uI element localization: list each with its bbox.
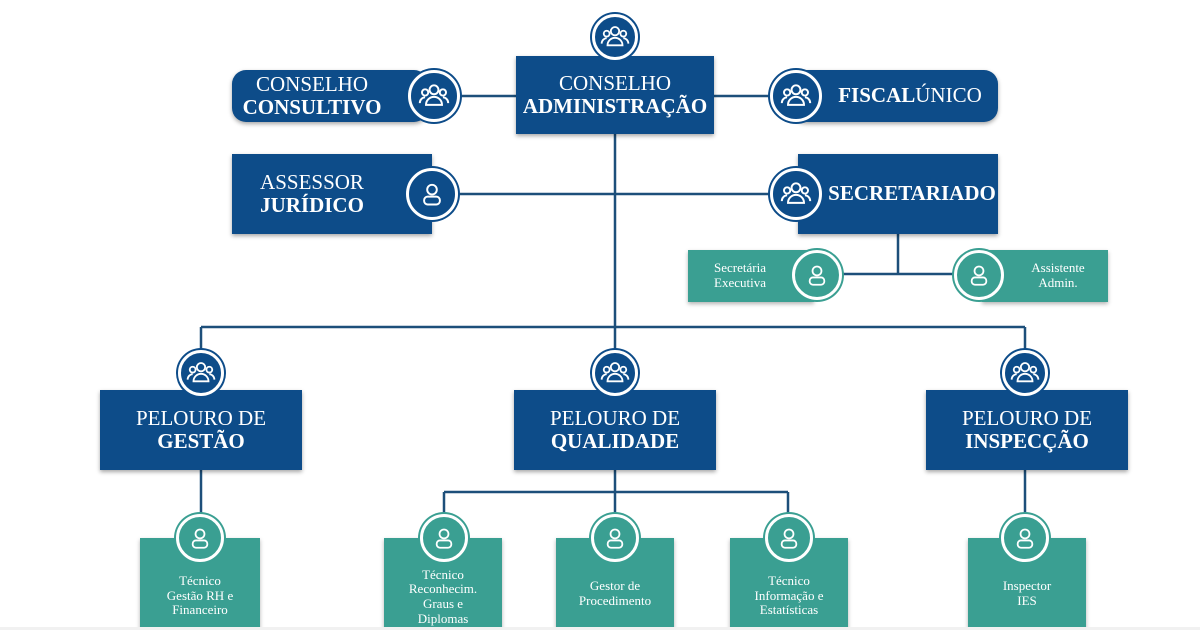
pelouro-gestao-box: PELOURO DE GESTÃO	[100, 390, 302, 470]
person-icon	[176, 514, 224, 562]
tecnico-reconhecim-line2: Reconhecim.	[408, 581, 478, 597]
person-icon	[591, 514, 639, 562]
tecnico-reconhecim-line1: Técnico	[422, 566, 464, 582]
person-icon	[1001, 514, 1049, 562]
secretaria-executiva-box: Secretária Executiva	[688, 250, 814, 302]
assessor-juridico-box: ASSESSOR JURÍDICO	[232, 154, 432, 234]
tecnico-rh-line3: Financeiro	[172, 602, 228, 618]
person-icon	[406, 168, 458, 220]
secretaria-executiva-line1: Secretária	[714, 260, 766, 276]
tecnico-rh-box: Técnico Gestão RH e Financeiro	[140, 538, 260, 630]
pelouro-inspeccao-line2: INSPECÇÃO	[965, 429, 1089, 453]
tecnico-informacao-line1: Técnico	[768, 573, 810, 589]
gestor-procedimento-line2: Procedimento	[578, 593, 652, 608]
pelouro-gestao-line1: PELOURO DE	[135, 405, 267, 430]
tecnico-reconhecim-line3: Graus e	[422, 596, 464, 611]
person-icon	[792, 250, 842, 300]
tecnico-rh-line1: Técnico	[179, 573, 221, 589]
fiscal-unico-prefix: FISCAL	[838, 83, 916, 108]
tecnico-informacao-line3: Estatísticas	[759, 602, 819, 618]
conselho-administracao-box: CONSELHO ADMINISTRAÇÃO	[516, 56, 714, 134]
tecnico-reconhecim-line4: Diplomas	[417, 610, 469, 626]
conselho-administracao-line2: ADMINISTRAÇÃO	[522, 94, 708, 118]
secretariado-box: SECRETARIADO	[798, 154, 998, 234]
conselho-consultivo-box: CONSELHO CONSULTIVO	[232, 70, 428, 122]
group-icon	[408, 70, 460, 122]
group-icon	[1002, 350, 1048, 396]
person-icon	[954, 250, 1004, 300]
person-icon	[420, 514, 468, 562]
group-icon	[592, 350, 638, 396]
fiscal-unico-suffix: ÚNICO	[915, 83, 982, 108]
person-icon	[765, 514, 813, 562]
pelouro-inspeccao-line1: PELOURO DE	[961, 405, 1093, 430]
conselho-consultivo-line2: CONSULTIVO	[242, 95, 382, 119]
group-icon	[770, 168, 822, 220]
group-icon	[178, 350, 224, 396]
inspector-ies-line1: Inspector	[1002, 578, 1052, 594]
secretariado-label: SECRETARIADO	[828, 181, 996, 206]
bottom-edge-band	[0, 627, 1200, 630]
pelouro-qualidade-line1: PELOURO DE	[549, 405, 681, 430]
assistente-admin-line2: Admin.	[1038, 275, 1078, 290]
tecnico-rh-line2: Gestão RH e	[166, 587, 234, 603]
conselho-consultivo-line1: CONSELHO	[255, 71, 368, 96]
tecnico-informacao-line2: Informação e	[754, 587, 824, 603]
gestor-procedimento-line1: Gestor de	[589, 578, 641, 594]
inspector-ies-line2: IES	[1017, 593, 1037, 608]
pelouro-inspeccao-box: PELOURO DE INSPECÇÃO	[926, 390, 1128, 470]
conselho-administracao-line1: CONSELHO	[558, 70, 671, 95]
assessor-juridico-line2: JURÍDICO	[260, 193, 364, 217]
secretaria-executiva-line2: Executiva	[714, 275, 766, 290]
pelouro-qualidade-line2: QUALIDADE	[550, 429, 680, 453]
group-icon	[592, 14, 638, 60]
pelouro-qualidade-box: PELOURO DE QUALIDADE	[514, 390, 716, 470]
group-icon	[770, 70, 822, 122]
assessor-juridico-line1: ASSESSOR	[260, 169, 364, 194]
pelouro-gestao-line2: GESTÃO	[157, 429, 245, 453]
assistente-admin-line1: Assistente	[1031, 260, 1085, 276]
